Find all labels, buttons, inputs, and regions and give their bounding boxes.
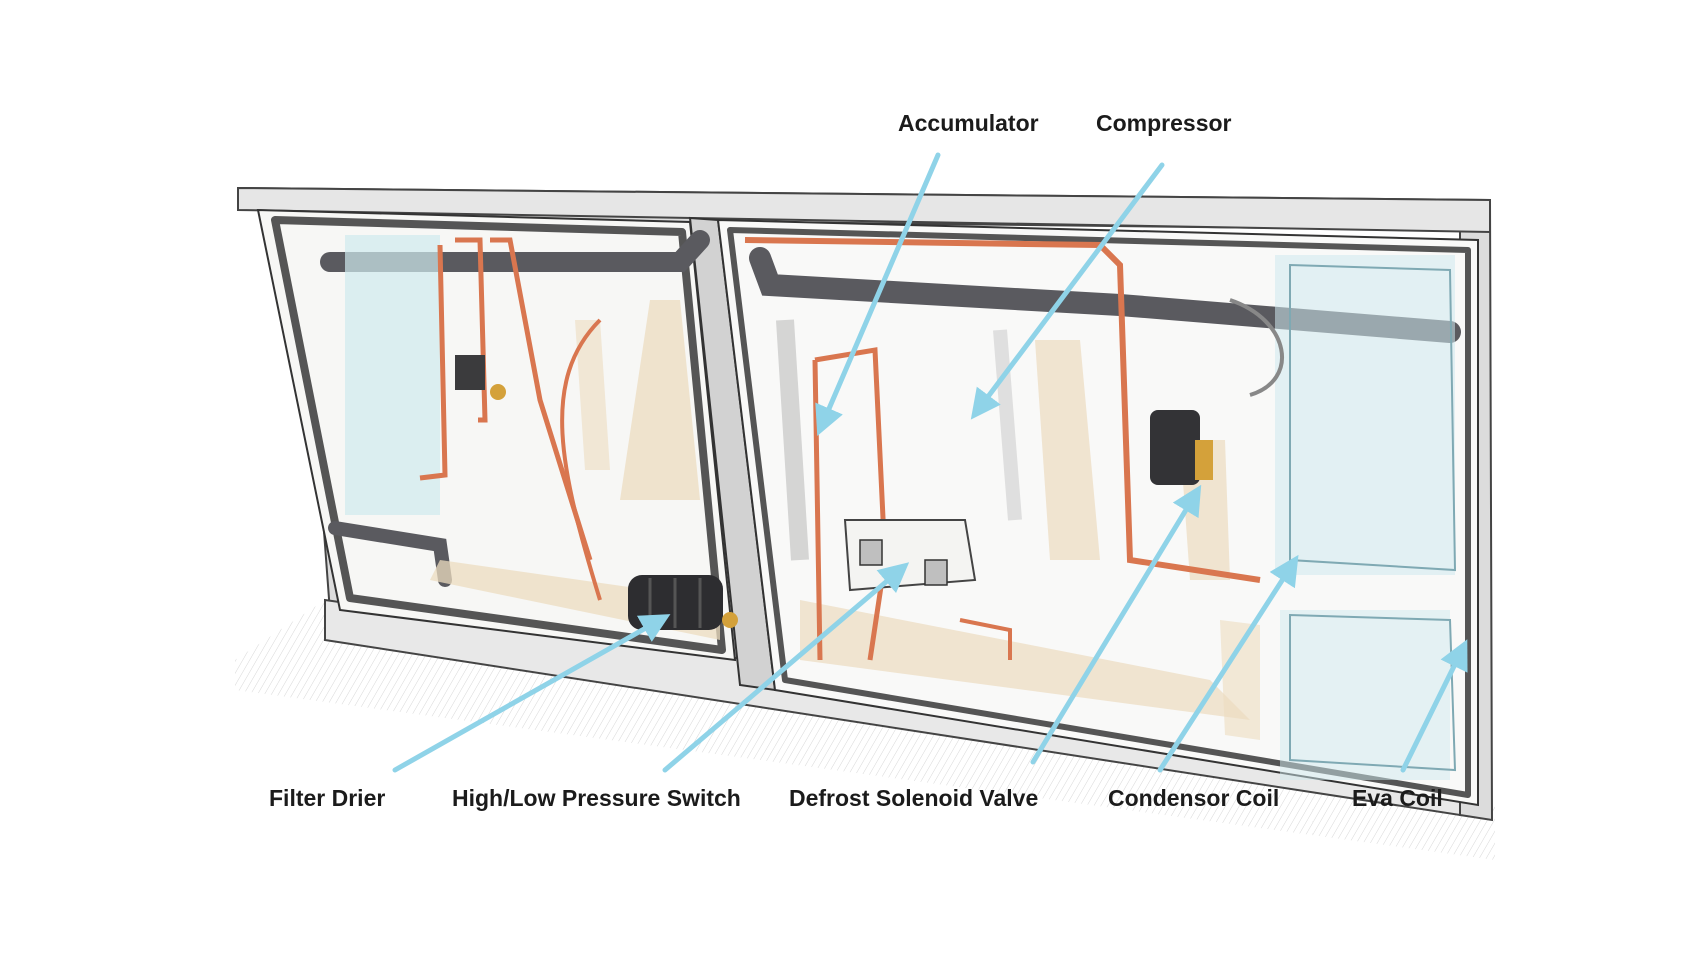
unit-top-lip	[237, 186, 1491, 234]
copper-pipe-right-top	[744, 237, 1261, 583]
copper-pipe-right-low	[959, 618, 1012, 660]
label-pressure-switch: High/Low Pressure Switch	[452, 785, 741, 811]
insulation-right-2	[800, 600, 1250, 720]
label-filter-drier: Filter Drier	[269, 785, 386, 811]
pointer-compressor	[970, 162, 1165, 420]
pointer-pressure-switch	[662, 562, 910, 773]
pointer-defrost-valve	[1030, 484, 1202, 765]
insulation-left-3	[575, 320, 610, 470]
pressure-switch-box	[843, 519, 977, 592]
pointer-filter-drier	[392, 614, 671, 773]
coil-outline	[1289, 263, 1457, 772]
shading-right-2	[993, 329, 1022, 521]
copper-pipe-left-4	[560, 318, 602, 601]
pointer-arrows	[392, 152, 1468, 773]
left-compartment-inner-wall	[271, 216, 726, 654]
filter-drier	[628, 575, 738, 630]
right-compartment-inner-wall	[727, 227, 1471, 798]
label-compressor: Compressor	[1096, 110, 1232, 136]
condensor-tube	[1229, 298, 1285, 397]
label-eva-coil: Eva Coil	[1352, 785, 1443, 811]
label-accumulator: Accumulator	[898, 110, 1039, 136]
pointer-accumulator	[815, 152, 941, 437]
left-switch-fitting	[490, 384, 506, 400]
copper-pipe-left-3	[490, 237, 593, 561]
copper-pipe-left-2	[455, 237, 488, 423]
pointer-condensor-coil	[1157, 554, 1299, 773]
defrost-solenoid-valve	[1150, 410, 1213, 485]
eva-coil	[1280, 610, 1450, 780]
left-switch-box	[455, 355, 485, 390]
label-defrost-solenoid-valve: Defrost Solenoid Valve	[789, 785, 1039, 811]
label-condensor-coil: Condensor Coil	[1108, 785, 1280, 811]
insulation-left-1	[620, 300, 700, 500]
condensor-coil	[1275, 255, 1455, 575]
insulation-right-1	[1035, 340, 1100, 560]
left-dark-rail	[320, 230, 710, 272]
shading-right	[776, 319, 809, 561]
pointer-eva-coil	[1400, 639, 1468, 773]
left-coil	[345, 235, 440, 515]
insulation-right-4	[1220, 620, 1260, 740]
copper-pipe-left-1	[419, 244, 448, 481]
